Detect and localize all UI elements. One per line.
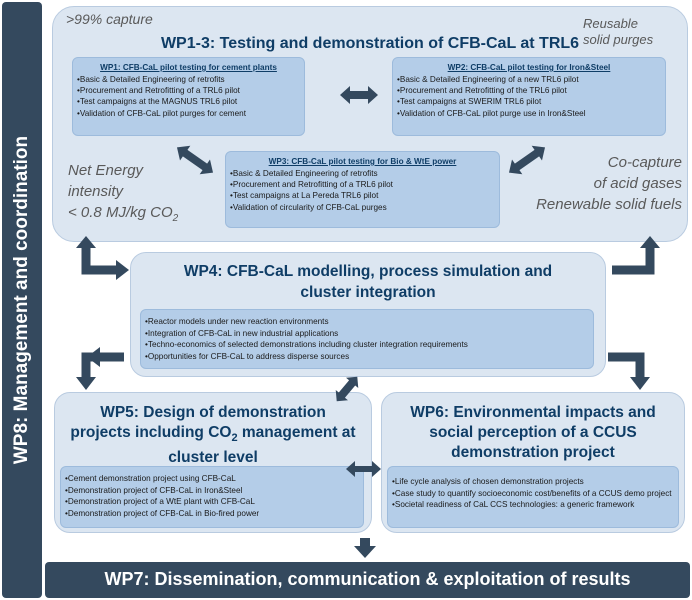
list-item: Basic & Detailed Engineering of a new TR… <box>397 74 665 85</box>
note-energy-line3: < 0.8 MJ/kg CO2 <box>68 202 178 229</box>
wp3-title: WP3: CFB-CaL pilot testing for Bio & WtE… <box>268 157 457 166</box>
double-arrow-icon <box>340 86 378 104</box>
wp5-title-line3: cluster level <box>168 449 258 467</box>
list-item: Demonstration project of CFB-CaL in Bio-… <box>65 508 357 520</box>
wp6-title: WP6: Environmental impacts and social pe… <box>410 404 656 461</box>
arrowhead-icon <box>76 236 96 248</box>
list-item: Basic & Detailed Engineering of retrofit… <box>77 74 304 85</box>
wp4-title: WP4: CFB-CaL modelling, process simulati… <box>183 263 553 301</box>
note-cocapture-line1: Co-capture <box>607 154 682 171</box>
note-capture: >99% capture <box>66 11 153 27</box>
list-item: Opportunities for CFB-CaL to address dis… <box>145 351 587 363</box>
arrowhead-icon <box>630 377 650 390</box>
wp5-inner-box: Cement demonstration project using CFB-C… <box>60 466 364 528</box>
note-purges-line2: solid purges <box>583 32 654 47</box>
note-energy-text: < 0.8 MJ/kg CO <box>68 204 173 221</box>
list-item: Validation of circularity of CFB-CaL pur… <box>230 202 499 213</box>
list-item: Techno-economics of selected demonstrati… <box>145 339 587 351</box>
list-item: Reactor models under new reaction enviro… <box>145 316 587 328</box>
wp5-title-line1: WP5: Design of demonstration <box>100 404 326 421</box>
down-arrow-icon <box>354 538 376 558</box>
elbow-arrow-left-bottom <box>81 352 124 378</box>
list-item: Validation of CFB-CaL pilot purges for c… <box>77 108 304 119</box>
wp2-box: WP2: CFB-CaL pilot testing for Iron&Stee… <box>392 57 666 136</box>
elbow-arrow-left-top <box>81 244 116 275</box>
arrowhead-icon <box>640 236 660 248</box>
note-energy-line1: Net Energy <box>68 162 144 179</box>
list-item: Demonstration project of CFB-CaL in Iron… <box>65 485 357 497</box>
list-item: Procurement and Retrofitting of a TRL6 p… <box>230 179 499 190</box>
wp3-box: WP3: CFB-CaL pilot testing for Bio & WtE… <box>225 151 500 228</box>
wp3-list: Basic & Detailed Engineering of retrofit… <box>230 168 499 213</box>
note-energy-line2: intensity <box>68 183 124 200</box>
wp5-title-text2: management at <box>237 424 356 441</box>
note-cocapture-line3: Renewable solid fuels <box>536 196 682 213</box>
list-item: Societal readiness of CaL CCS technologi… <box>392 499 672 511</box>
list-item: Validation of CFB-CaL pilot purge use in… <box>397 108 665 119</box>
list-item: Procurement and Retrofitting of the TRL6… <box>397 85 665 96</box>
note-purges-line1: Reusable <box>583 16 638 31</box>
wp5-title-line2: projects including CO2 management at <box>65 423 361 448</box>
wp6-inner-box: Life cycle analysis of chosen demonstrat… <box>387 466 679 528</box>
wp8-bar: WP8: Management and coordination <box>2 2 42 598</box>
double-arrow-icon <box>508 145 546 175</box>
double-arrow-icon <box>176 145 214 175</box>
note-cocapture: Co-capture of acid gases Renewable solid… <box>520 152 682 215</box>
elbow-arrow-right-top <box>612 247 655 275</box>
list-item: Test campaigns at SWERIM TRL6 pilot <box>397 96 665 107</box>
note-purges: Reusable solid purges <box>583 16 683 48</box>
wp1-list: Basic & Detailed Engineering of retrofit… <box>77 74 304 119</box>
wp13-title: WP1-3: Testing and demonstration of CFB-… <box>160 35 580 52</box>
wp5-title-sub: 2 <box>231 432 238 445</box>
list-item: Test campaigns at the MAGNUS TRL6 pilot <box>77 96 304 107</box>
note-cocapture-line2: of acid gases <box>593 175 682 192</box>
wp7-label: WP7: Dissemination, communication & expl… <box>104 569 631 589</box>
list-item: Procurement and Retrofitting of a TRL6 p… <box>77 85 304 96</box>
list-item: Case study to quantify socioeconomic cos… <box>392 488 672 500</box>
wp4-list: Reactor models under new reaction enviro… <box>141 310 593 362</box>
wp5-title-text: projects including CO <box>70 424 232 441</box>
arrowhead-icon <box>87 347 100 367</box>
wp4-inner-box: Reactor models under new reaction enviro… <box>140 309 594 369</box>
wp6-list: Life cycle analysis of chosen demonstrat… <box>388 467 678 511</box>
list-item: Cement demonstration project using CFB-C… <box>65 473 357 485</box>
wp2-title: WP2: CFB-CaL pilot testing for Iron&Stee… <box>447 63 611 72</box>
list-item: Integration of CFB-CaL in new industrial… <box>145 328 587 340</box>
list-item: Demonstration project of a WtE plant wit… <box>65 496 357 508</box>
wp7-bar: WP7: Dissemination, communication & expl… <box>45 562 690 598</box>
elbow-arrow-right-bottom <box>608 352 645 378</box>
wp5-title: WP5: Design of demonstration projects in… <box>55 403 371 468</box>
arrowhead-icon <box>116 260 129 280</box>
double-arrow-icon <box>346 461 381 477</box>
note-energy-sub: 2 <box>172 213 179 224</box>
wp5-list: Cement demonstration project using CFB-C… <box>61 467 363 519</box>
wp2-list: Basic & Detailed Engineering of a new TR… <box>397 74 665 119</box>
note-energy: Net Energy intensity < 0.8 MJ/kg CO2 <box>68 160 178 229</box>
list-item: Test campaigns at La Pereda TRL6 pilot <box>230 190 499 201</box>
arrowhead-icon <box>76 377 96 390</box>
list-item: Life cycle analysis of chosen demonstrat… <box>392 476 672 488</box>
wp1-title: WP1: CFB-CaL pilot testing for cement pl… <box>100 63 277 72</box>
double-arrow-icon <box>335 376 359 402</box>
list-item: Basic & Detailed Engineering of retrofit… <box>230 168 499 179</box>
wp1-box: WP1: CFB-CaL pilot testing for cement pl… <box>72 57 305 136</box>
